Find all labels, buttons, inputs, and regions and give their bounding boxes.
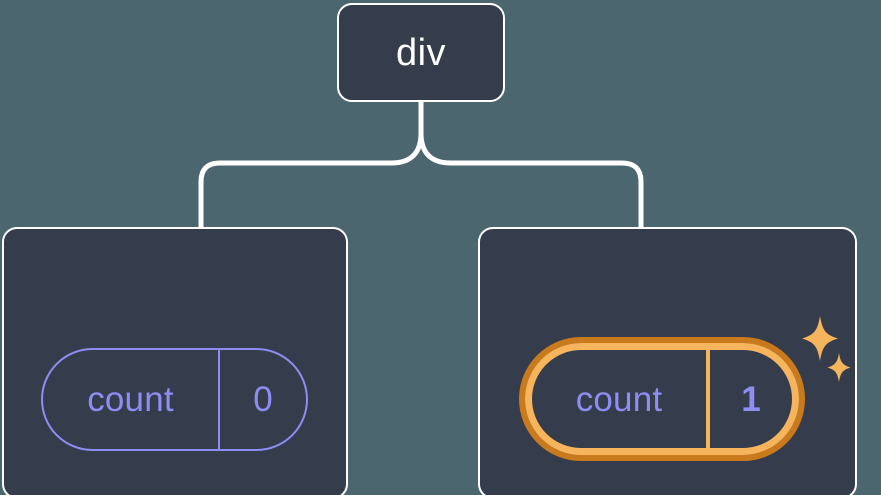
state-pill-left-value-cell: 0 bbox=[220, 350, 306, 449]
state-pill-left-key: count bbox=[87, 380, 174, 419]
connector-stem-left bbox=[388, 130, 424, 166]
state-pill-right-key-cell: count bbox=[532, 350, 710, 448]
connector-stem-right bbox=[418, 99, 454, 166]
state-pill-left-key-cell: count bbox=[43, 350, 220, 449]
connector-branch-left bbox=[198, 160, 394, 231]
state-pill-right-highlight-ring: count 1 bbox=[519, 337, 805, 461]
state-pill-left[interactable]: count 0 bbox=[41, 348, 308, 451]
state-pill-right-value-cell: 1 bbox=[710, 350, 792, 448]
state-pill-right[interactable]: count 1 bbox=[525, 343, 799, 455]
connector-branch-right bbox=[448, 160, 644, 231]
state-pill-right-key: count bbox=[575, 379, 663, 419]
state-pill-right-value: 1 bbox=[741, 379, 761, 419]
node-root-div[interactable]: div bbox=[337, 3, 505, 102]
root-label: div bbox=[395, 31, 447, 74]
state-pill-left-value: 0 bbox=[253, 380, 273, 419]
